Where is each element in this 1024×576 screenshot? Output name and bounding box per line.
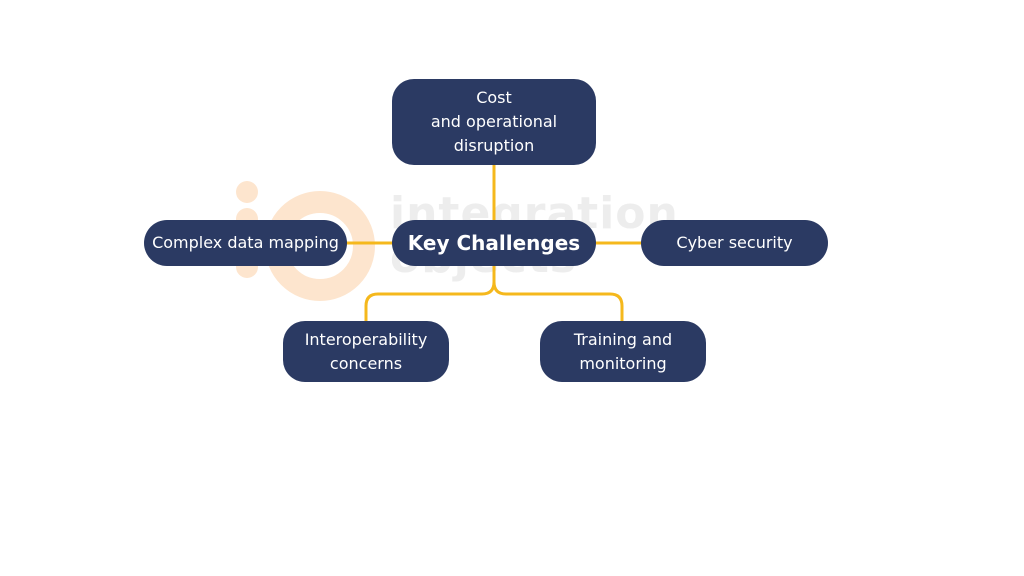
- node-training: Training and monitoring: [540, 321, 706, 382]
- node-cyber-security-label: Cyber security: [676, 233, 793, 252]
- node-complex-data-mapping-label: Complex data mapping: [152, 233, 339, 252]
- node-cost-label: Cost and operational disruption: [430, 88, 558, 155]
- node-key-challenges: Key Challenges: [392, 220, 596, 266]
- connector-interoperability: [364, 266, 496, 322]
- node-interoperability: Interoperability concerns: [283, 321, 449, 382]
- node-key-challenges-label: Key Challenges: [407, 231, 581, 255]
- node-cyber-security: Cyber security: [641, 220, 828, 266]
- connector-training: [492, 281, 624, 322]
- node-training-label: Training and monitoring: [573, 329, 673, 373]
- node-complex-data-mapping: Complex data mapping: [144, 220, 347, 266]
- node-cost: Cost and operational disruption: [392, 79, 596, 165]
- node-interoperability-label: Interoperability concerns: [304, 329, 428, 373]
